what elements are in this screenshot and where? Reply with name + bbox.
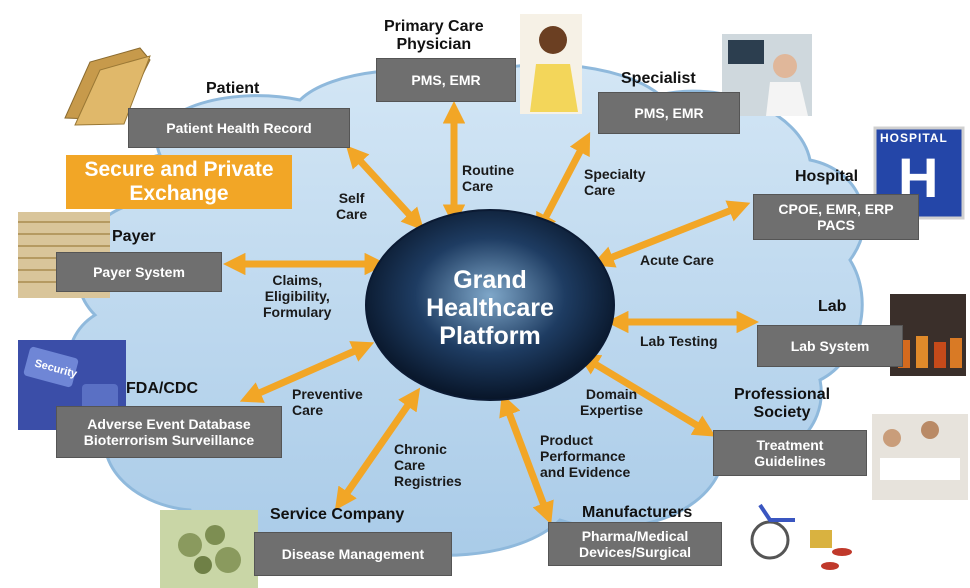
specialist-label: Specialist [621, 70, 696, 87]
arrow-professional [577, 353, 716, 437]
patient-label: Patient [206, 80, 260, 97]
treatment-guidelines-box: Treatment Guidelines [713, 430, 867, 476]
lab-label: Lab [818, 298, 847, 315]
arrow-patient [345, 145, 425, 231]
routine-care-flow: Routine Care [462, 162, 515, 194]
domain-expertise-flow: Domain Expertise [580, 386, 644, 418]
service-company-label: Service Company [270, 506, 405, 523]
patient-health-record-box: Patient Health Record [128, 108, 350, 148]
self-care-flow: Self Care [336, 190, 368, 222]
virus-picture [160, 510, 258, 588]
payer-label: Payer [112, 228, 156, 245]
center-platform-ellipse [365, 209, 615, 401]
acute-care-flow: Acute Care [640, 252, 714, 268]
center-platform-title: Grand Healthcare Platform [426, 266, 554, 350]
professional-society-label: Professional Society [734, 386, 831, 421]
claims-flow: Claims, Eligibility, Formulary [263, 272, 332, 320]
lab-system-box: Lab System [757, 325, 903, 367]
disease-management-box: Disease Management [254, 532, 452, 576]
doctor-picture [520, 14, 582, 114]
lab-testing-flow: Lab Testing [640, 333, 718, 349]
fda-cdc-label: FDA/CDC [126, 380, 198, 397]
specialty-care-flow: Specialty Care [584, 166, 646, 198]
hospital-box: CPOE, EMR, ERP PACS [753, 194, 919, 240]
hospital-label: Hospital [795, 168, 859, 185]
meeting-picture [872, 414, 968, 500]
chronic-care-flow: Chronic Care Registries [394, 441, 462, 489]
hospital-sign [873, 126, 965, 220]
secure-exchange-banner: Secure and Private Exchange [66, 155, 292, 209]
specialist-box: PMS, EMR [598, 92, 740, 134]
flow-arrows [223, 101, 759, 525]
folder-picture [64, 47, 151, 126]
arrow-service [334, 387, 421, 511]
arrow-fda [239, 341, 375, 403]
product-performance-flow: Product Performance and Evidence [540, 432, 631, 480]
preventive-care-flow: Preventive Care [292, 386, 363, 418]
arrow-specialist [535, 132, 591, 236]
primary-care-box: PMS, EMR [376, 58, 516, 102]
payer-system-box: Payer System [56, 252, 222, 292]
primary-care-label: Primary Care Physician [384, 18, 484, 53]
arrow-manufacturers [499, 393, 554, 525]
arrow-hospital [591, 200, 751, 268]
manufacturers-box: Pharma/Medical Devices/Surgical [548, 522, 722, 566]
hospital-sign-text: HOSPITAL [880, 131, 948, 145]
manufacturers-label: Manufacturers [582, 504, 693, 521]
adverse-event-box: Adverse Event Database Bioterrorism Surv… [56, 406, 282, 458]
wheelchair-pills-picture [750, 503, 852, 570]
